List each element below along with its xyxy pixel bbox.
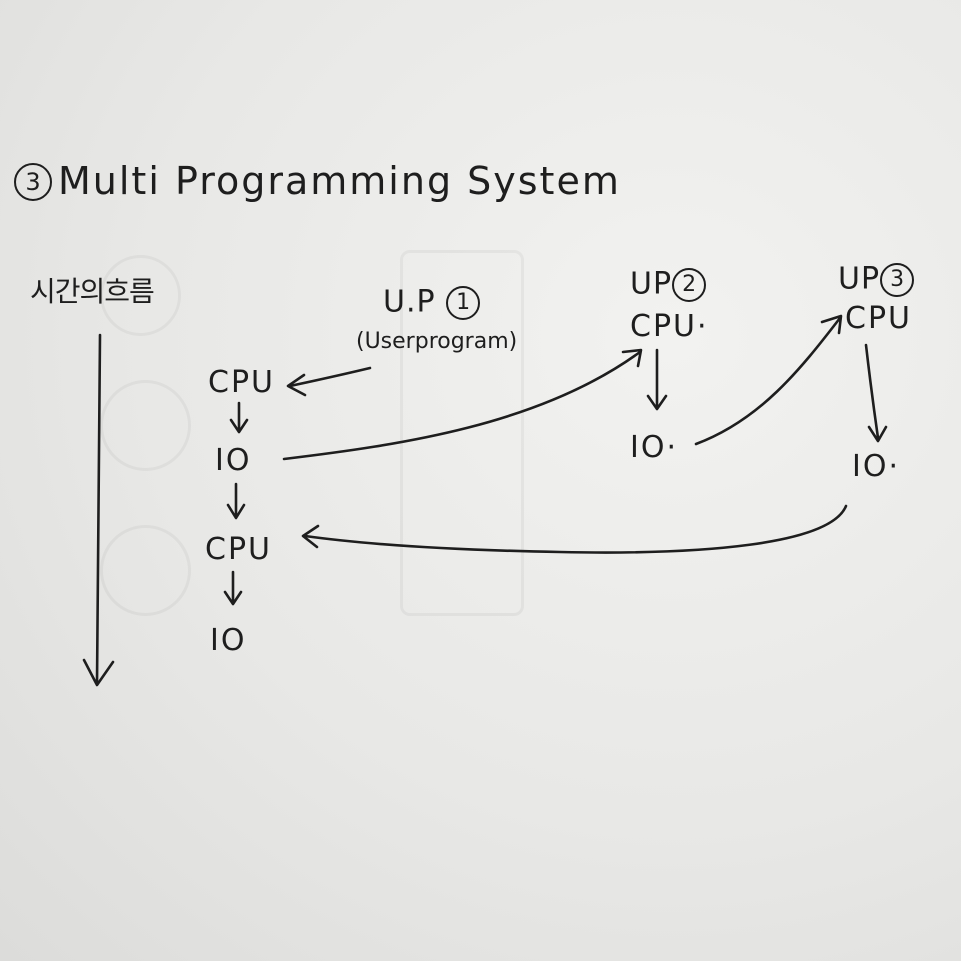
time-axis-label: 시간의흐름 [30,275,155,308]
arrow-p2-cpu-to-io [646,348,668,411]
program-2-number-badge: 2 [672,268,707,302]
program-3-step-cpu: CPU [845,301,912,336]
program-2-step-io: IO· [630,430,678,465]
program-1-header: U.P 1 [383,284,481,320]
arrow-program-1-to-cpu [286,366,372,397]
program-1-step-io-2: IO [210,623,247,658]
arrow-p1-cpu2-to-io2 [223,570,243,606]
arrow-p1-cpu-to-io [229,401,249,434]
ghost-rectangle [400,250,524,616]
program-3-step-io: IO· [852,449,900,484]
program-3-number-badge: 3 [880,263,915,297]
arrow-p3-io-to-p1-cpu [301,504,848,554]
time-axis-arrow [82,333,115,687]
arrow-p1-io-to-cpu [226,482,246,520]
program-2-step-cpu: CPU· [630,309,709,344]
title-number-badge: 3 [14,163,52,201]
ghost-circle-2 [100,380,191,471]
program-1-number-badge: 1 [446,286,481,320]
page-title: Multi Programming System [58,159,621,203]
program-2-label: UP [630,266,673,302]
ghost-circle-3 [100,525,191,616]
program-1-step-cpu-1: CPU [208,365,275,400]
program-1-step-cpu-2: CPU [205,532,272,567]
arrow-p2-io-to-p3-cpu [694,314,843,446]
arrow-p3-cpu-to-io [864,343,888,443]
program-1-step-io-1: IO [215,443,252,478]
program-1-subtitle: (Userprogram) [356,329,518,354]
program-1-label: U.P [383,284,436,320]
program-3-label: UP [838,261,881,297]
arrow-p1-io-to-p2-cpu [282,348,643,461]
ghost-circle-1 [100,255,181,336]
